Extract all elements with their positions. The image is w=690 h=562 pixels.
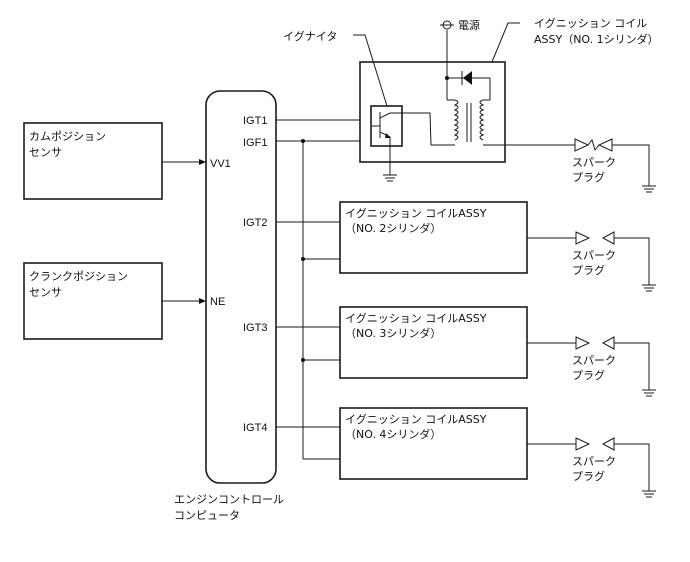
engine-control-computer: VV1 NE IGT1 IGF1 IGT2 IGT3 IGT4 エンジンコントロ… (174, 90, 284, 522)
spark-gap-icon (575, 231, 615, 245)
cam-sensor-label-1: カムポジション (29, 130, 106, 143)
spark-plug-label-2: プラグ (572, 263, 605, 277)
spark-gap-icon (575, 437, 615, 451)
coil1-label-1: イグニッション コイル (534, 16, 647, 30)
cam-position-sensor: カムポジション センサ (23, 122, 206, 200)
crank-position-sensor: クランクポジション センサ (23, 262, 206, 340)
pin-igt3: IGT3 (243, 322, 267, 334)
ground-icon (642, 284, 656, 292)
ignition-coils: イグニッション コイルASSY（NO. 2シリンダ）スパークプラグイグニッション… (339, 201, 656, 498)
ignitor-label: イグナイタ (283, 29, 337, 43)
pin-igf1: IGF1 (243, 137, 267, 149)
spark-plug-label-1: スパーク (572, 354, 616, 367)
ground-icon (642, 490, 656, 498)
coil-label-1: イグニッション コイルASSY (345, 311, 487, 325)
power-terminal-icon (440, 20, 454, 78)
spark-plug-label-1: スパーク (572, 249, 616, 262)
signal-wiring (276, 119, 360, 460)
coil-label-1: イグニッション コイルASSY (345, 412, 487, 426)
spark-plug-label-2: プラグ (572, 170, 605, 184)
pin-ne: NE (210, 296, 225, 308)
ecu-label-2: コンピュータ (174, 509, 240, 522)
arrow-icon (199, 159, 206, 165)
transformer-icon (447, 99, 490, 142)
cam-sensor-label-2: センサ (29, 146, 62, 159)
ground-icon (383, 174, 397, 182)
coil-label-2: （NO. 3シリンダ） (345, 326, 441, 340)
spark-plug-label-2: プラグ (572, 368, 605, 382)
power-label: 電源 (458, 18, 480, 32)
spark-plug-1: スパーク プラグ (572, 138, 656, 193)
spark-gap-icon (575, 336, 615, 350)
coil1-label-2: ASSY（NO. 1シリンダ） (534, 32, 659, 46)
ignition-coil-2: イグニッション コイルASSY（NO. 2シリンダ） (339, 201, 576, 274)
coil-label-1: イグニッション コイルASSY (345, 206, 487, 220)
pin-igt1: IGT1 (243, 115, 267, 127)
transistor-icon (370, 105, 410, 175)
coil-label-2: （NO. 2シリンダ） (345, 221, 441, 235)
ground-icon (642, 389, 656, 397)
ecu-label-1: エンジンコントロール (174, 493, 284, 506)
pin-vv1: VV1 (210, 158, 231, 170)
spark-gap-icon (574, 138, 613, 152)
crank-sensor-label-2: センサ (29, 286, 62, 299)
ignition-coil-4: イグニッション コイルASSY（NO. 4シリンダ） (339, 407, 576, 480)
diode-icon (445, 71, 491, 100)
spark-plug-label-2: プラグ (572, 469, 605, 483)
pin-igt2: IGT2 (243, 217, 267, 229)
spark-plug-label-1: スパーク (572, 156, 616, 169)
spark-plug-label-1: スパーク (572, 455, 616, 468)
ground-icon (642, 185, 656, 193)
crank-sensor-label-1: クランクポジション (29, 270, 128, 283)
coil-label-2: （NO. 4シリンダ） (345, 427, 441, 441)
ignition-coil-3: イグニッション コイルASSY（NO. 3シリンダ） (339, 306, 576, 379)
ignition-coil-1: 電源 イグナイタ イグニッション コイル ASSY（NO. 1シリンダ） (283, 16, 659, 182)
arrow-icon (199, 298, 206, 304)
pin-igt4: IGT4 (243, 422, 267, 434)
